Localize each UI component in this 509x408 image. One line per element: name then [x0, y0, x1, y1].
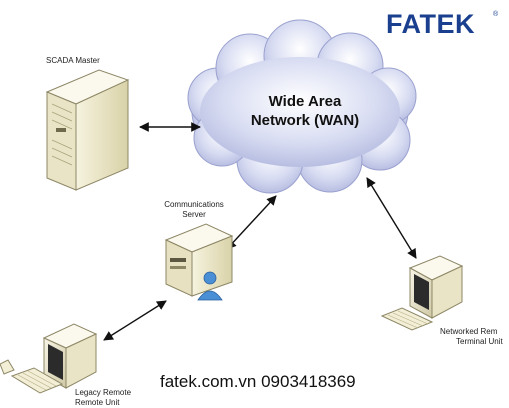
- networked-rtu-label-line2: Terminal Unit: [456, 337, 503, 346]
- legacy-rtu-monitor-icon: [42, 323, 98, 389]
- logo-text: FATEK: [386, 9, 475, 39]
- comm-server-label-line2: Server: [182, 210, 206, 219]
- comm-server-label-line1: Communications: [164, 200, 224, 209]
- wan-cloud-icon: [187, 19, 417, 194]
- networked-rtu-monitor-icon: [408, 255, 464, 319]
- contact-footer: fatek.com.vn 0903418369: [160, 372, 356, 391]
- wan-label: Wide Area Network (WAN): [240, 92, 370, 130]
- fatek-logo: FATEK ®: [382, 5, 504, 41]
- link-rtu-wan-arrow: [366, 177, 417, 259]
- legacy-rtu-label: Legacy Remote Remote Unit: [75, 388, 145, 408]
- communications-server-icon: [164, 223, 234, 297]
- scada-master-label: SCADA Master: [46, 56, 100, 65]
- link-legacy-server-arrow: [103, 300, 167, 341]
- wan-label-line2: Network (WAN): [250, 112, 360, 129]
- legacy-rtu-keyboard-icon: [0, 359, 64, 394]
- legacy-rtu-label-line1: Legacy Remote: [75, 388, 132, 397]
- scada-master-server-icon: [45, 69, 130, 191]
- wan-label-line1: Wide Area: [268, 93, 342, 110]
- communications-server-label: Communications Server: [155, 200, 233, 220]
- networked-rtu-label-line1: Networked Rem: [440, 327, 498, 336]
- link-server-wan-arrow: [226, 195, 277, 250]
- registered-mark: ®: [493, 11, 499, 18]
- user-icon: [197, 271, 223, 301]
- networked-rtu-keyboard-icon: [380, 307, 434, 331]
- networked-rtu-label: Networked Rem Terminal Unit: [440, 327, 509, 347]
